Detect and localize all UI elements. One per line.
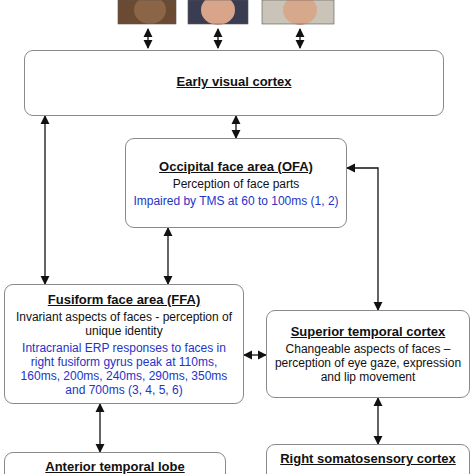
region-box: Anterior temporal lobe	[4, 452, 226, 474]
face-photo	[188, 0, 248, 25]
pathway-arrow	[244, 354, 266, 355]
face-photo	[262, 0, 334, 25]
region-title: Early visual cortex	[32, 74, 436, 90]
region-title: Anterior temporal lobe	[12, 459, 218, 474]
region-title: Fusiform face area (FFA)	[12, 292, 236, 308]
function-text: Invariant aspects of faces - perception …	[12, 310, 236, 338]
region-title: Superior temporal cortex	[274, 324, 462, 340]
face-photo	[118, 0, 176, 24]
input-arrow	[147, 29, 148, 48]
region-box: Right somatosensory cortex	[266, 444, 470, 474]
function-text: Perception of face parts	[133, 177, 339, 191]
input-arrow	[299, 29, 300, 48]
pathway-arrow	[235, 116, 236, 138]
region-box: Fusiform face area (FFA) Invariant aspect…	[4, 284, 244, 404]
timing-note: Intracranial ERP responses to faces in r…	[12, 341, 236, 397]
pathway-arrow	[167, 228, 168, 284]
region-box: Superior temporal cortexChangeable aspec…	[266, 310, 470, 398]
region-title: Right somatosensory cortex	[274, 451, 462, 467]
function-text: Changeable aspects of faces – perception…	[274, 342, 462, 384]
input-arrow	[217, 29, 218, 48]
pathway-arrow	[377, 398, 378, 444]
region-title: Occipital face area (OFA)	[133, 159, 339, 175]
timing-note: Impaired by TMS at 60 to 100ms (1, 2)	[133, 194, 339, 208]
pathway-arrow	[99, 404, 100, 452]
region-box: Early visual cortex	[24, 50, 444, 116]
pathway-arrow	[44, 116, 45, 284]
pathway-arrow	[347, 168, 378, 310]
region-box: Occipital face area (OFA) Perception of f…	[125, 138, 347, 228]
